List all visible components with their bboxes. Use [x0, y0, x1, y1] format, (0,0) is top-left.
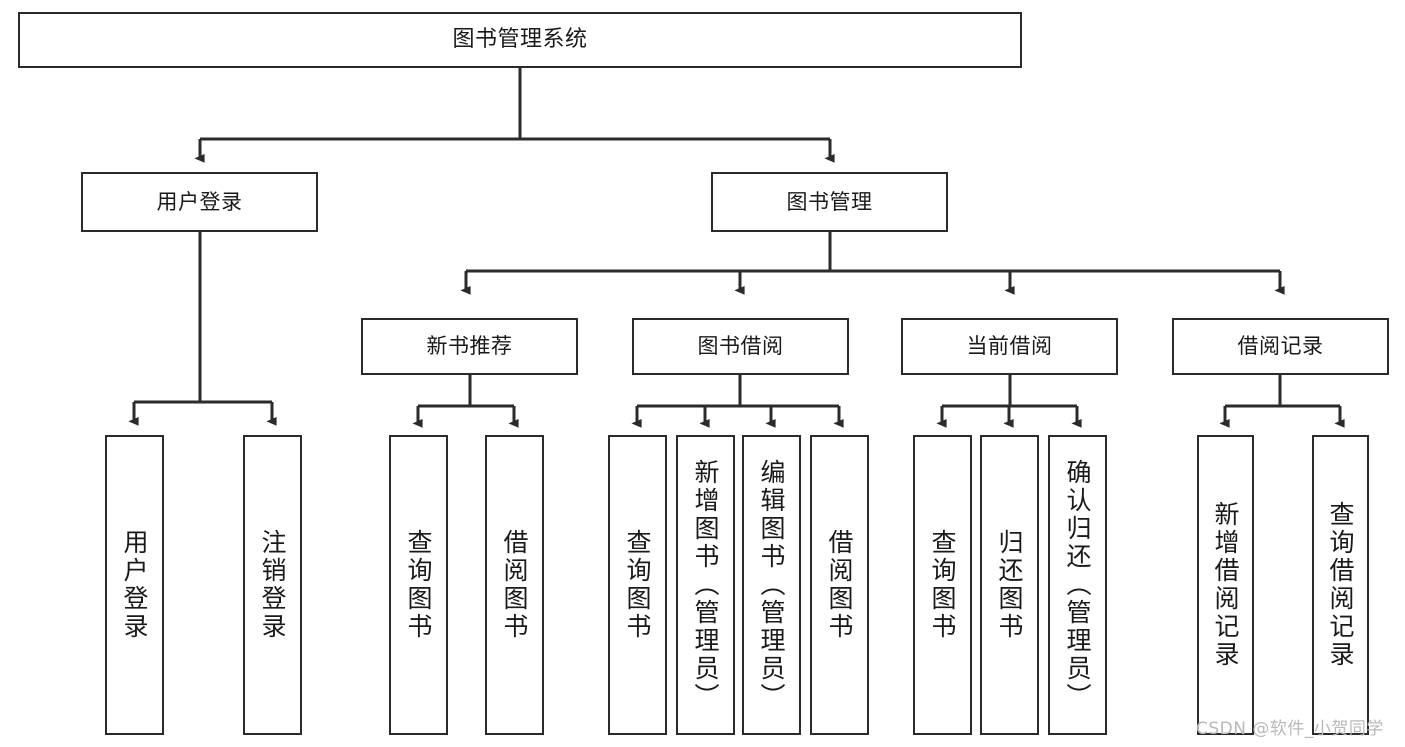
node-label: 查询图书	[404, 529, 433, 641]
node-label: 用户登录	[156, 189, 243, 214]
node-label: 归还图书	[995, 529, 1024, 641]
leaf-borrow-book[interactable]: 借阅图书	[810, 435, 869, 735]
node-label: 编辑图书（管理员）	[757, 459, 786, 711]
node-root-system[interactable]: 图书管理系统	[18, 12, 1022, 68]
node-label: 图书借阅	[697, 334, 784, 359]
node-label: 借阅图书	[500, 529, 529, 641]
node-label: 新增图书（管理员）	[691, 459, 720, 711]
leaf-query-book-recommend[interactable]: 查询图书	[389, 435, 448, 735]
watermark-text: CSDN @软件_小贺同学	[1196, 719, 1384, 739]
node-book-management[interactable]: 图书管理	[711, 172, 948, 232]
leaf-query-borrow-record[interactable]: 查询借阅记录	[1312, 435, 1369, 735]
node-new-book-recommend[interactable]: 新书推荐	[361, 318, 578, 375]
leaf-confirm-return[interactable]: 确认归还（管理员）	[1048, 435, 1107, 735]
leaf-query-book-current[interactable]: 查询图书	[913, 435, 972, 735]
node-label: 当前借阅	[966, 334, 1053, 359]
node-label: 借阅记录	[1237, 334, 1324, 359]
node-label: 用户登录	[120, 529, 149, 641]
node-label: 借阅图书	[825, 529, 854, 641]
node-label: 新增借阅记录	[1211, 501, 1240, 669]
node-current-borrow[interactable]: 当前借阅	[901, 318, 1118, 375]
node-label: 确认归还（管理员）	[1063, 459, 1092, 711]
node-label: 注销登录	[258, 529, 287, 641]
leaf-add-book[interactable]: 新增图书（管理员）	[676, 435, 735, 735]
leaf-logout-login[interactable]: 注销登录	[243, 435, 302, 735]
leaf-add-borrow-record[interactable]: 新增借阅记录	[1197, 435, 1254, 735]
node-label: 查询图书	[928, 529, 957, 641]
node-book-borrow[interactable]: 图书借阅	[632, 318, 849, 375]
node-label: 查询借阅记录	[1326, 501, 1355, 669]
node-borrow-record[interactable]: 借阅记录	[1172, 318, 1389, 375]
leaf-user-login[interactable]: 用户登录	[105, 435, 164, 735]
node-label: 图书管理	[786, 189, 873, 214]
leaf-borrow-book-recommend[interactable]: 借阅图书	[485, 435, 544, 735]
leaf-query-book-borrow[interactable]: 查询图书	[608, 435, 667, 735]
node-label: 图书管理系统	[452, 27, 588, 53]
node-user-login[interactable]: 用户登录	[81, 172, 318, 232]
leaf-return-book[interactable]: 归还图书	[980, 435, 1039, 735]
node-label: 查询图书	[623, 529, 652, 641]
node-label: 新书推荐	[426, 334, 513, 359]
leaf-edit-book[interactable]: 编辑图书（管理员）	[742, 435, 801, 735]
